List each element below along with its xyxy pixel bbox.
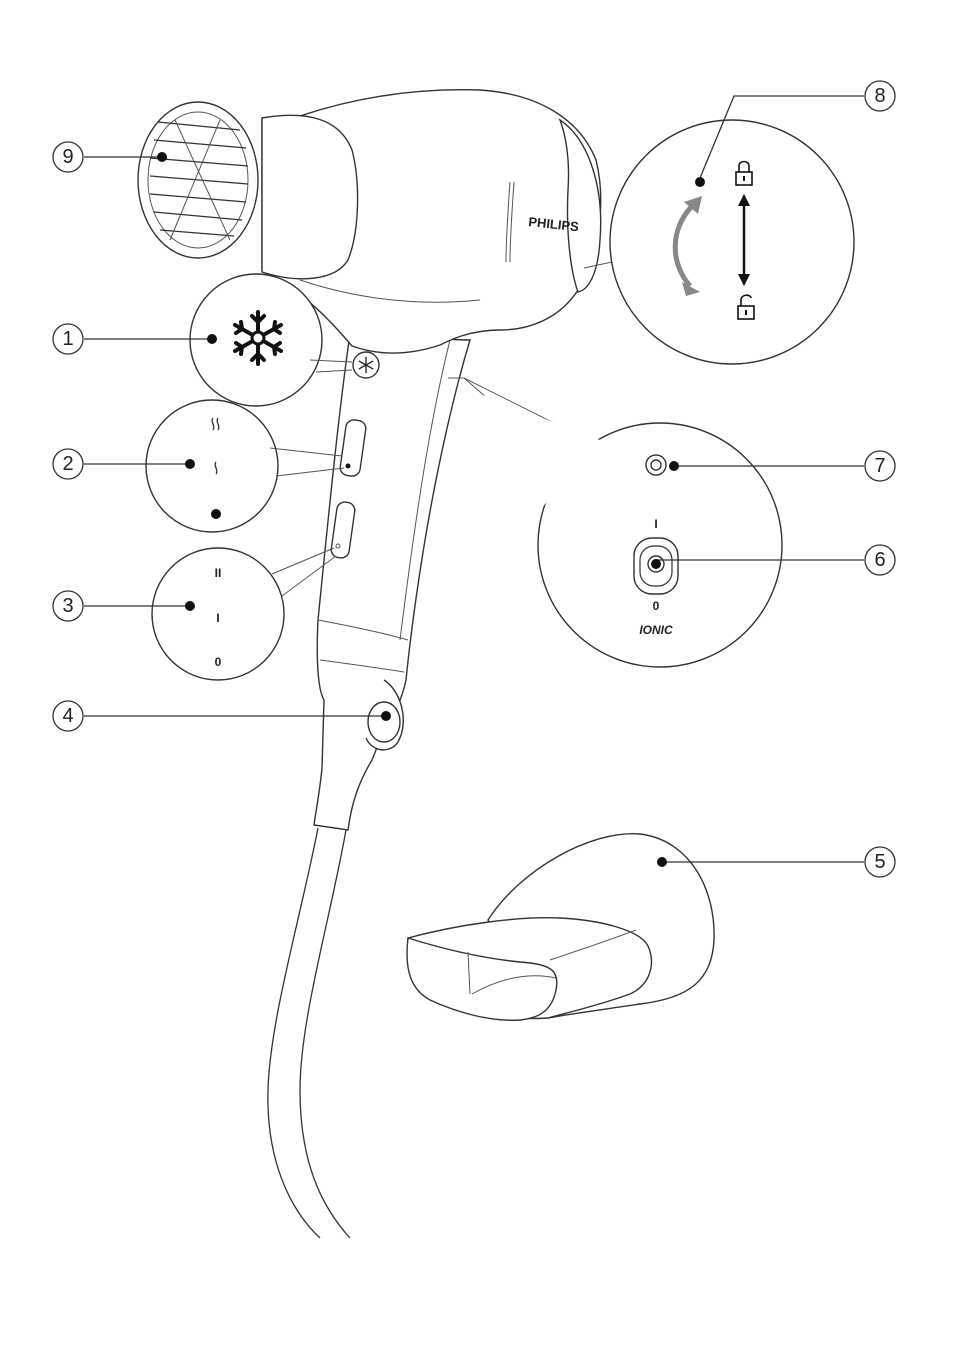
speed-low-label: I (216, 611, 219, 625)
zoom-ionic: I 0 IONIC (448, 378, 782, 667)
dryer-handle (314, 320, 470, 830)
callout-6: 6 (865, 545, 895, 575)
zoom-lock (584, 120, 854, 364)
svg-text:5: 5 (874, 851, 885, 873)
svg-text:1: 1 (62, 328, 73, 350)
power-cord (268, 828, 350, 1238)
svg-text:2: 2 (62, 453, 73, 475)
callout-4: 4 (53, 701, 83, 731)
svg-text:6: 6 (874, 549, 885, 571)
callout-5: 5 (865, 847, 895, 877)
speed-high-label: II (215, 566, 222, 580)
zoom-speed-setting: II I 0 (152, 548, 336, 680)
ionic-label: IONIC (639, 623, 673, 637)
callout-2: 2 (53, 449, 83, 479)
callout-9: 9 (53, 142, 83, 172)
zoom-heat-setting (146, 400, 344, 532)
ionic-on-label: I (654, 517, 657, 531)
svg-text:9: 9 (62, 146, 73, 168)
svg-text:8: 8 (874, 85, 885, 107)
callout-3: 3 (53, 591, 83, 621)
ionic-indicator-light (646, 455, 666, 475)
svg-text:3: 3 (62, 595, 73, 617)
svg-text:4: 4 (62, 705, 73, 727)
heat-off-dot (211, 509, 221, 519)
callout-7: 7 (865, 451, 895, 481)
speed-off-label: 0 (215, 655, 222, 669)
ionic-off-label: 0 (653, 599, 660, 613)
cool-shot-button[interactable] (353, 352, 379, 378)
callout-8: 8 (865, 81, 895, 111)
callout-1: 1 (53, 324, 83, 354)
svg-text:7: 7 (874, 455, 885, 477)
